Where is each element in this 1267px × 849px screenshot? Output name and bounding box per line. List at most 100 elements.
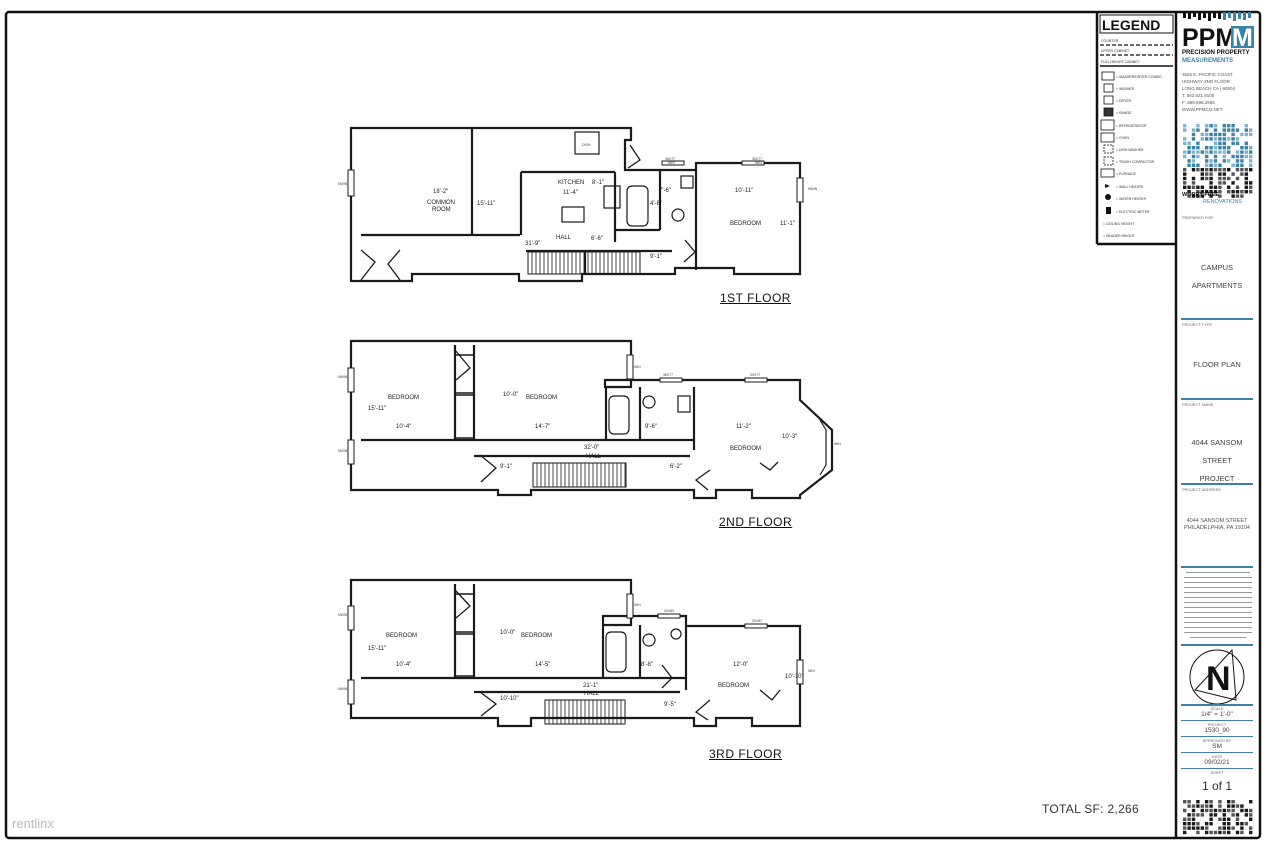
- mosaic-tile: [1187, 813, 1191, 817]
- mosaic-tile: [1227, 804, 1231, 808]
- mosaic-tile: [1183, 128, 1187, 132]
- mosaic-tile: [1240, 146, 1244, 150]
- mosaic-tile: [1183, 150, 1187, 154]
- mosaic-tile: [1249, 159, 1253, 163]
- mosaic-tile: [1249, 168, 1253, 172]
- second-floor-doors: [454, 349, 779, 491]
- company-fax: F: 888.698.2566: [1182, 100, 1215, 105]
- mosaic-tile: [1227, 808, 1231, 813]
- mosaic-tile: [1191, 176, 1196, 181]
- mosaic-tile: [1227, 128, 1231, 132]
- legend: LEGEND COUNTER UPPER CABINET FULL HEIGHT…: [1099, 14, 1174, 238]
- mosaic-tile: [1209, 181, 1213, 185]
- room-label: BEDROOM: [386, 633, 417, 639]
- mosaic-tile: [1200, 176, 1204, 181]
- mosaic-tile: [1244, 141, 1248, 145]
- mosaic-tile: [1249, 163, 1253, 167]
- third-floor-doors: [454, 589, 781, 721]
- mosaic-tile: [1213, 132, 1218, 137]
- mosaic-tile: [1200, 137, 1204, 141]
- mosaic-tile: [1235, 176, 1240, 181]
- mosaic-tile: [1191, 822, 1196, 826]
- mosaic-tile: [1218, 190, 1222, 194]
- mosaic-tile: [1213, 141, 1218, 145]
- appliance-tag: DISH: [582, 143, 591, 147]
- first-floor-windows: [347, 160, 804, 203]
- mosaic-tile: [1191, 128, 1196, 132]
- mosaic-tile: [1244, 185, 1248, 189]
- mosaic-tile: [1222, 813, 1226, 817]
- mosaic-tile: [1191, 168, 1196, 172]
- room-label: HALL: [556, 235, 572, 241]
- mosaic-tile: [1227, 124, 1231, 128]
- mosaic-tile: [1227, 137, 1231, 141]
- dimension: 10'-0": [500, 630, 515, 636]
- mosaic-tile: [1213, 830, 1218, 835]
- mosaic-tile: [1231, 813, 1235, 817]
- mosaic-tile: [1240, 159, 1244, 163]
- mosaic-tile: [1231, 163, 1235, 167]
- mosaic-tile: [1196, 830, 1200, 835]
- divider-bar: [1181, 566, 1253, 568]
- room-label: KITCHEN: [558, 180, 584, 186]
- mosaic-tile: [1209, 168, 1213, 172]
- mosaic-tile: [1244, 150, 1248, 154]
- mosaic-tile: [1222, 141, 1226, 145]
- mosaic-tile: [1227, 822, 1231, 826]
- mosaic-tile: [1231, 154, 1235, 159]
- mosaic-tile: [1213, 128, 1218, 132]
- first-floor-plan: [349, 126, 802, 283]
- first-floor-labels: COMMON ROOM KITCHEN HALL BEDROOM 18'-2" …: [338, 143, 818, 260]
- mosaic-tile: [1235, 163, 1240, 167]
- room-label: BEDROOM: [718, 683, 749, 689]
- mosaic-tile: [1183, 172, 1187, 176]
- mosaic-tile: [1222, 172, 1226, 176]
- mosaic-tile: [1196, 813, 1200, 817]
- mosaic-tile: [1183, 181, 1187, 185]
- mosaic-tile: [1187, 190, 1191, 194]
- company-website[interactable]: WWW.PPMCO.NET: [1182, 107, 1223, 112]
- mosaic-tile: [1227, 190, 1231, 194]
- company-phone: T: 562.621.9100: [1182, 93, 1215, 98]
- mosaic-tile: [1240, 150, 1244, 154]
- mosaic-tile: [1249, 800, 1253, 804]
- mosaic-tile: [1227, 826, 1231, 830]
- mosaic-tile: [1205, 168, 1209, 172]
- dimension: 10'-3": [782, 434, 797, 440]
- legend-item: = WALL HEATER: [1116, 185, 1144, 189]
- mosaic-tile: [1183, 800, 1187, 804]
- mosaic-tile: [1227, 817, 1231, 821]
- mosaic-tile: [1249, 132, 1253, 137]
- mosaic-tile: [1231, 132, 1235, 137]
- sheet-number: 1 of 1: [1201, 779, 1233, 793]
- project-address: 4044 SANSOM STREET PHILADELPHIA, PA 1910…: [1181, 518, 1253, 532]
- mosaic-tile: [1249, 190, 1253, 194]
- mosaic-tile: [1218, 141, 1222, 145]
- legend-item: = ELECTRIC METER: [1116, 210, 1150, 214]
- mosaic-tile: [1231, 172, 1235, 176]
- mosaic-tile: [1222, 181, 1226, 185]
- dimension: 15'-11": [368, 406, 386, 412]
- mosaic-tile: [1249, 154, 1253, 159]
- room-label: ROOM: [432, 207, 451, 213]
- mosaic-tile: [1196, 185, 1200, 189]
- divider-bar: [1181, 318, 1253, 320]
- dimension: 8'-1": [592, 180, 604, 186]
- tagline-sub: RENOVATIONS: [1203, 199, 1243, 205]
- third-floor-windows: [347, 593, 804, 705]
- mosaic-tile: [1235, 159, 1240, 163]
- mosaic-tile: [1244, 154, 1248, 159]
- mosaic-tile: [1183, 185, 1187, 189]
- mosaic-tile: [1213, 154, 1218, 159]
- mosaic-tile: [1196, 822, 1200, 826]
- legend-title: LEGEND: [1102, 17, 1160, 33]
- mosaic-tile: [1218, 185, 1222, 189]
- mosaic-tile: [1240, 132, 1244, 137]
- mosaic-graphic: [1183, 124, 1253, 198]
- mosaic-tile: [1187, 159, 1191, 163]
- stair-outline: [544, 699, 626, 725]
- mosaic-tile: [1191, 150, 1196, 154]
- north-arrow: N: [1189, 648, 1245, 705]
- mosaic-tile: [1187, 804, 1191, 808]
